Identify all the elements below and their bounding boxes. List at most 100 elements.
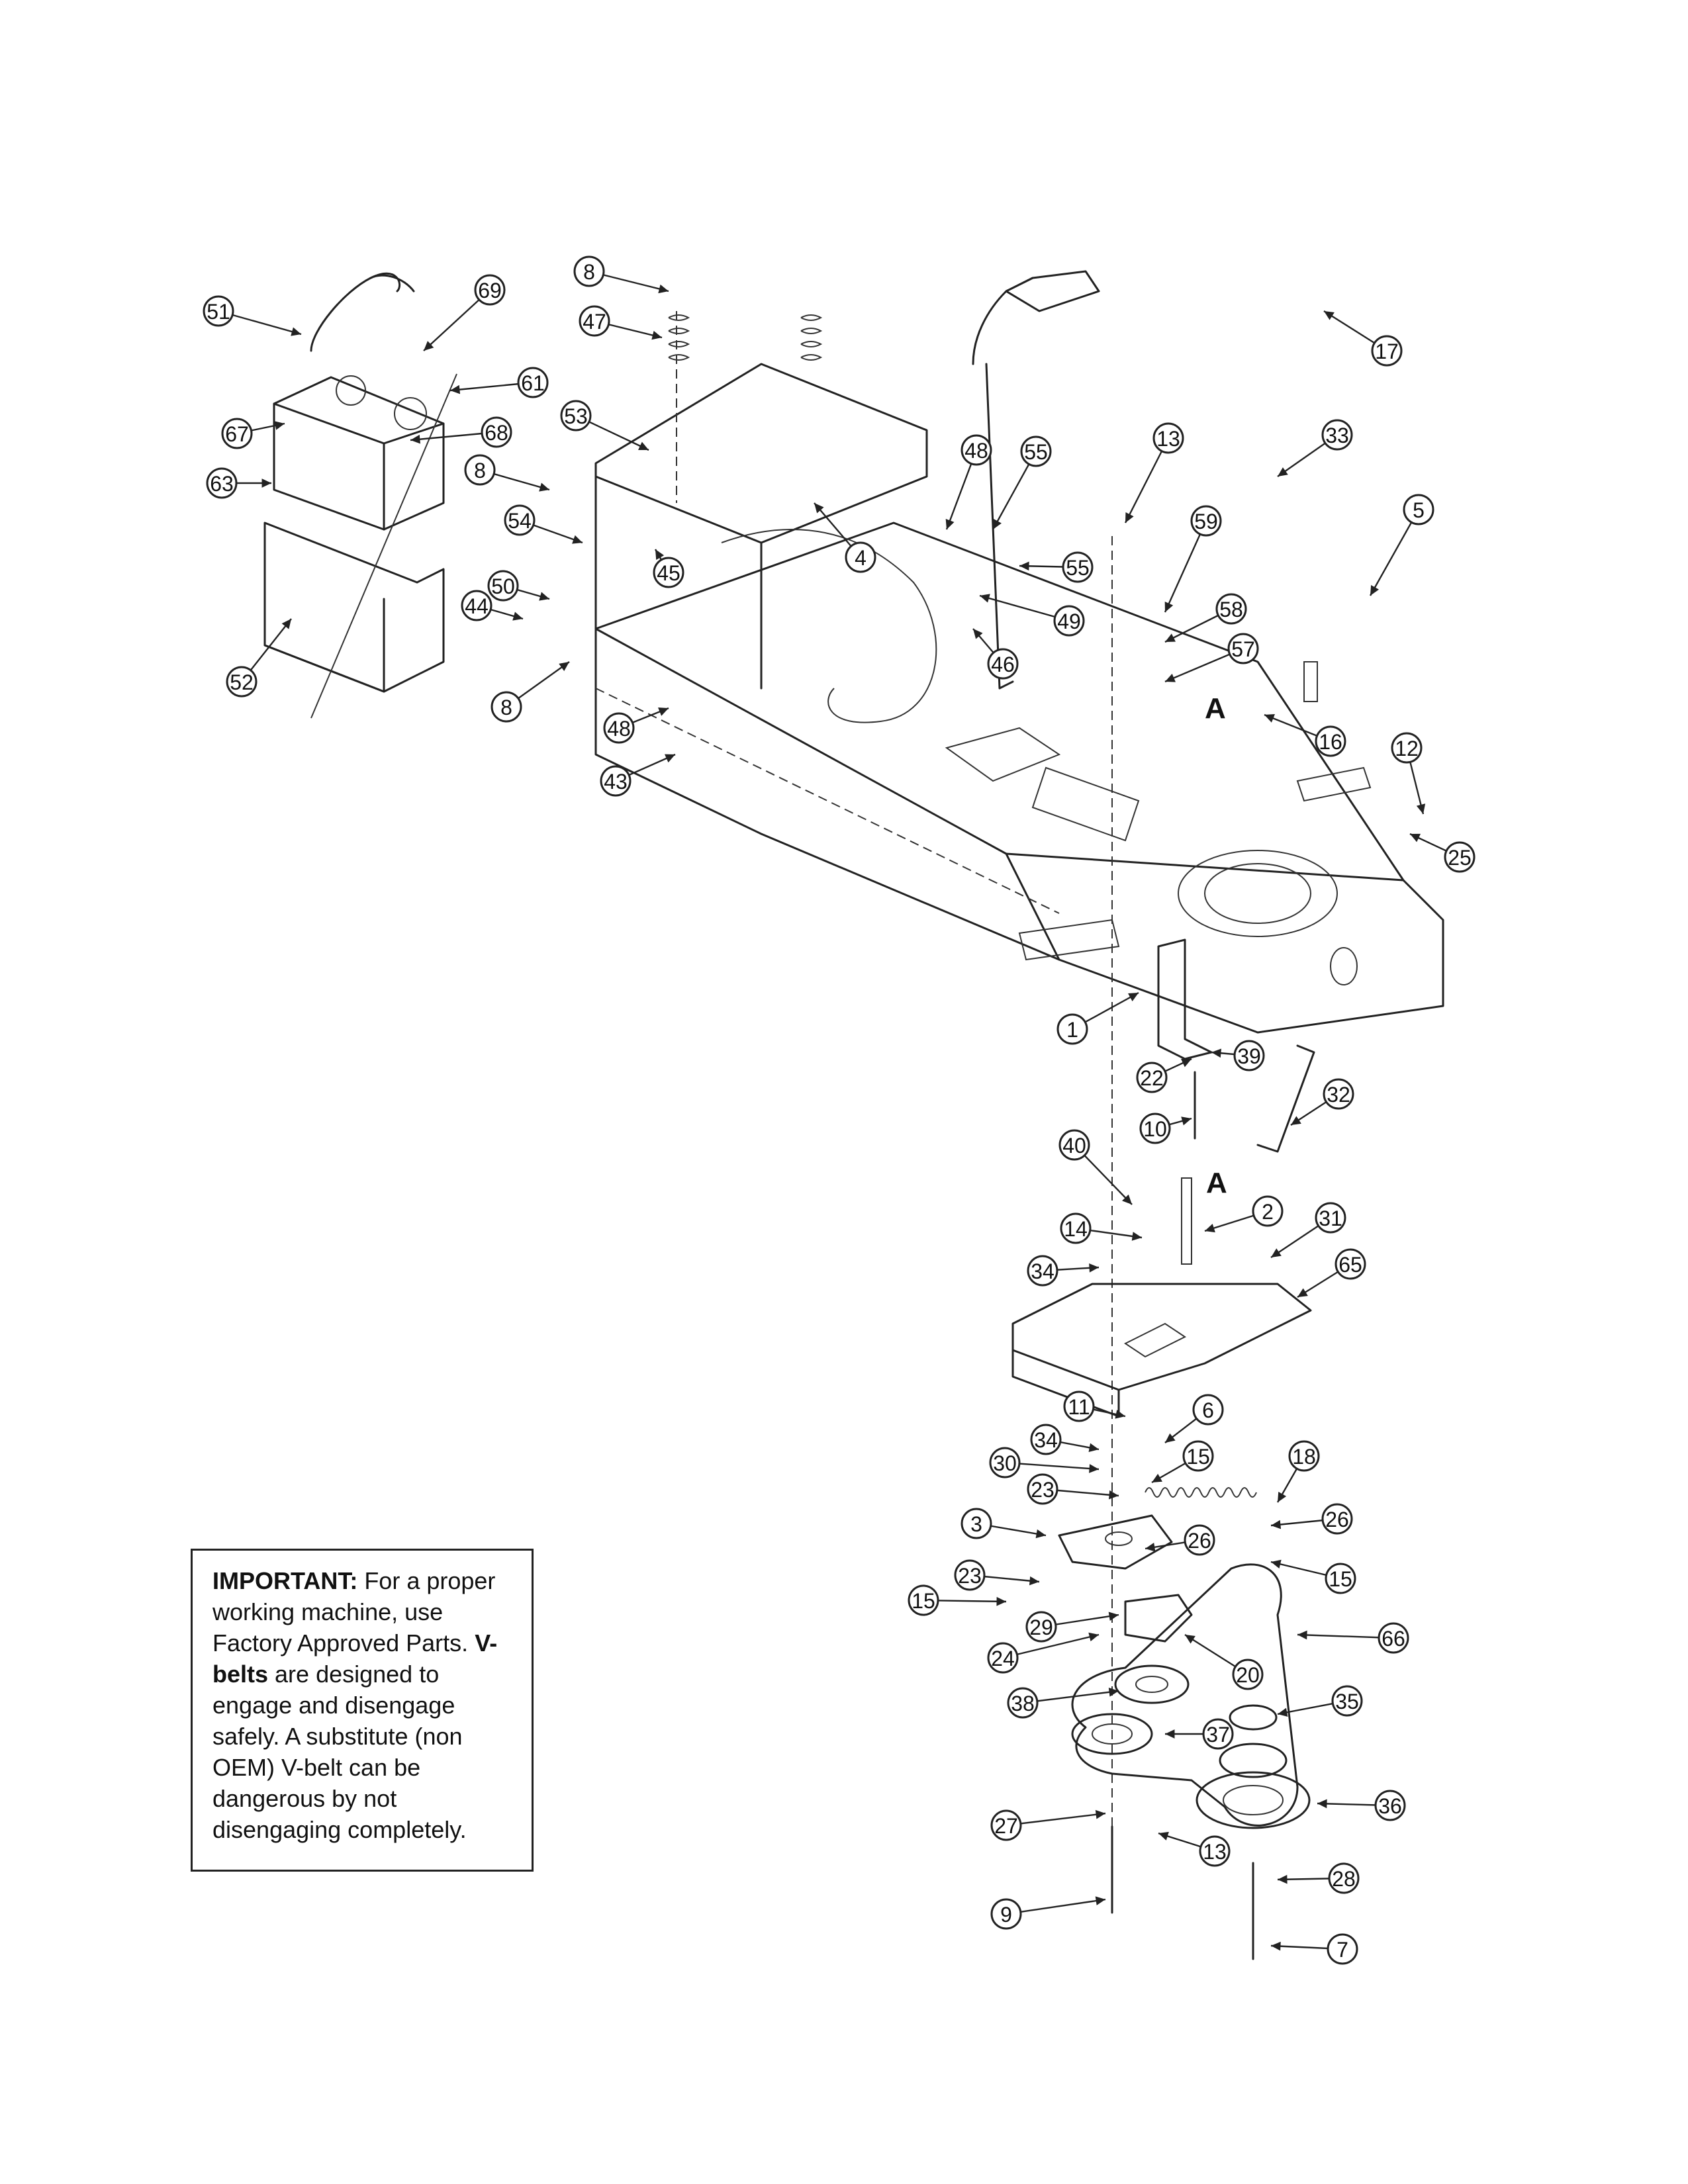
part-callout: 7	[1327, 1933, 1358, 1965]
part-callout: 17	[1371, 335, 1403, 367]
leader-arrowhead	[665, 754, 675, 763]
callout-number: 67	[225, 422, 249, 446]
part-callout: 35	[1331, 1685, 1363, 1717]
leader-arrowhead	[1035, 1529, 1046, 1539]
leader-arrowhead	[1271, 1941, 1281, 1951]
callout-circle	[1331, 1685, 1363, 1717]
part-callout: 20	[1232, 1659, 1264, 1690]
part-callout: 8	[491, 691, 522, 723]
leader-arrowhead	[1324, 311, 1335, 320]
callout-number: 52	[230, 670, 254, 694]
callout-circle	[1321, 1503, 1353, 1535]
callout-number: 15	[912, 1589, 935, 1613]
part-callout: 33	[1321, 419, 1353, 451]
part-callout: 66	[1378, 1622, 1409, 1654]
callout-circle	[560, 400, 592, 432]
callout-number: 23	[1031, 1478, 1055, 1502]
part-callout: 15	[1182, 1440, 1214, 1472]
part-callout: 63	[206, 467, 238, 499]
leader-arrowhead	[1108, 1612, 1119, 1621]
callout-circle	[573, 255, 605, 287]
callout-circle	[481, 416, 512, 448]
callout-number: 69	[478, 279, 502, 302]
part-callout: 61	[517, 367, 549, 398]
callout-circle	[461, 590, 492, 621]
part-callout: 36	[1374, 1790, 1406, 1821]
leader-arrowhead	[1278, 467, 1288, 477]
part-callout: 10	[1139, 1113, 1171, 1144]
part-callout: 13	[1152, 422, 1184, 454]
notice-text: are designed to engage and disengage saf…	[212, 1661, 467, 1843]
callout-number: 48	[964, 439, 988, 463]
part-callout: 29	[1025, 1611, 1057, 1643]
callout-number: 30	[993, 1451, 1017, 1475]
callout-circle	[1374, 1790, 1406, 1821]
callout-number: 34	[1031, 1259, 1055, 1283]
leader-arrowhead	[1164, 602, 1174, 612]
leader-arrowhead	[1115, 1410, 1125, 1419]
callout-number: 28	[1332, 1867, 1356, 1891]
leader-arrowhead	[1181, 1116, 1192, 1126]
leader-arrowhead	[651, 330, 662, 340]
callout-circle	[1378, 1622, 1409, 1654]
callout-number: 55	[1066, 556, 1090, 580]
leader-arrowhead	[410, 434, 421, 444]
callout-circle	[579, 305, 610, 337]
callout-circle	[1136, 1062, 1168, 1093]
part-callout: 34	[1030, 1424, 1062, 1455]
leader-arrowhead	[512, 612, 523, 621]
leader-arrowhead	[1029, 1576, 1039, 1586]
callout-circle	[1403, 494, 1434, 525]
leader-arrowhead	[1291, 1116, 1301, 1125]
leader-arrowhead	[1264, 714, 1275, 723]
callout-number: 40	[1062, 1134, 1086, 1158]
callout-circle	[961, 434, 992, 466]
part-callout: 16	[1315, 725, 1346, 757]
notice-text: For a proper working machine, use Factor…	[212, 1567, 496, 1657]
callout-number: 14	[1064, 1217, 1088, 1241]
part-callout: 11	[1063, 1390, 1095, 1422]
callout-number: 55	[1024, 440, 1048, 464]
part-callout: 26	[1321, 1503, 1353, 1535]
callout-number: 13	[1156, 427, 1180, 451]
callout-circle	[987, 1642, 1019, 1674]
leader-arrowhead	[1088, 1443, 1099, 1453]
callout-circle	[474, 274, 506, 306]
leader-arrowhead	[559, 662, 569, 671]
callout-number: 61	[521, 371, 545, 395]
callout-number: 34	[1034, 1428, 1058, 1452]
part-callout: 22	[1136, 1062, 1168, 1093]
part-callout: 14	[1060, 1212, 1092, 1244]
part-callout: 37	[1202, 1718, 1234, 1750]
part-callout: 65	[1335, 1248, 1366, 1280]
callout-number: 4	[855, 546, 867, 570]
callout-circle	[1063, 1390, 1095, 1422]
callout-circle	[1139, 1113, 1171, 1144]
pulley-38	[1114, 1664, 1190, 1704]
callout-number: 15	[1186, 1445, 1210, 1469]
callout-number: 63	[210, 472, 234, 496]
leader-arrowhead	[1416, 803, 1426, 814]
callout-circle	[1020, 435, 1052, 467]
leader-arrowhead	[281, 619, 291, 629]
callout-circle	[203, 295, 234, 327]
callout-circle	[1325, 1563, 1356, 1594]
leader-line	[1006, 1898, 1106, 1915]
callout-circle	[1391, 732, 1423, 764]
leader-arrowhead	[1370, 585, 1380, 596]
leader-arrowhead	[1095, 1809, 1105, 1819]
callout-number: 66	[1382, 1627, 1405, 1651]
callout-number: 58	[1219, 598, 1243, 621]
callout-number: 22	[1140, 1066, 1164, 1090]
battery	[273, 272, 445, 531]
part-callout: 2	[1252, 1195, 1284, 1227]
leader-arrowhead	[1410, 833, 1421, 842]
frame	[594, 314, 1444, 1060]
part-callout: 55	[1062, 551, 1094, 583]
leader-arrowhead	[539, 482, 549, 492]
part-callout: 15	[1325, 1563, 1356, 1594]
callout-number: 68	[485, 421, 508, 445]
leader-arrowhead	[1181, 1058, 1192, 1068]
callout-circle	[1182, 1440, 1214, 1472]
